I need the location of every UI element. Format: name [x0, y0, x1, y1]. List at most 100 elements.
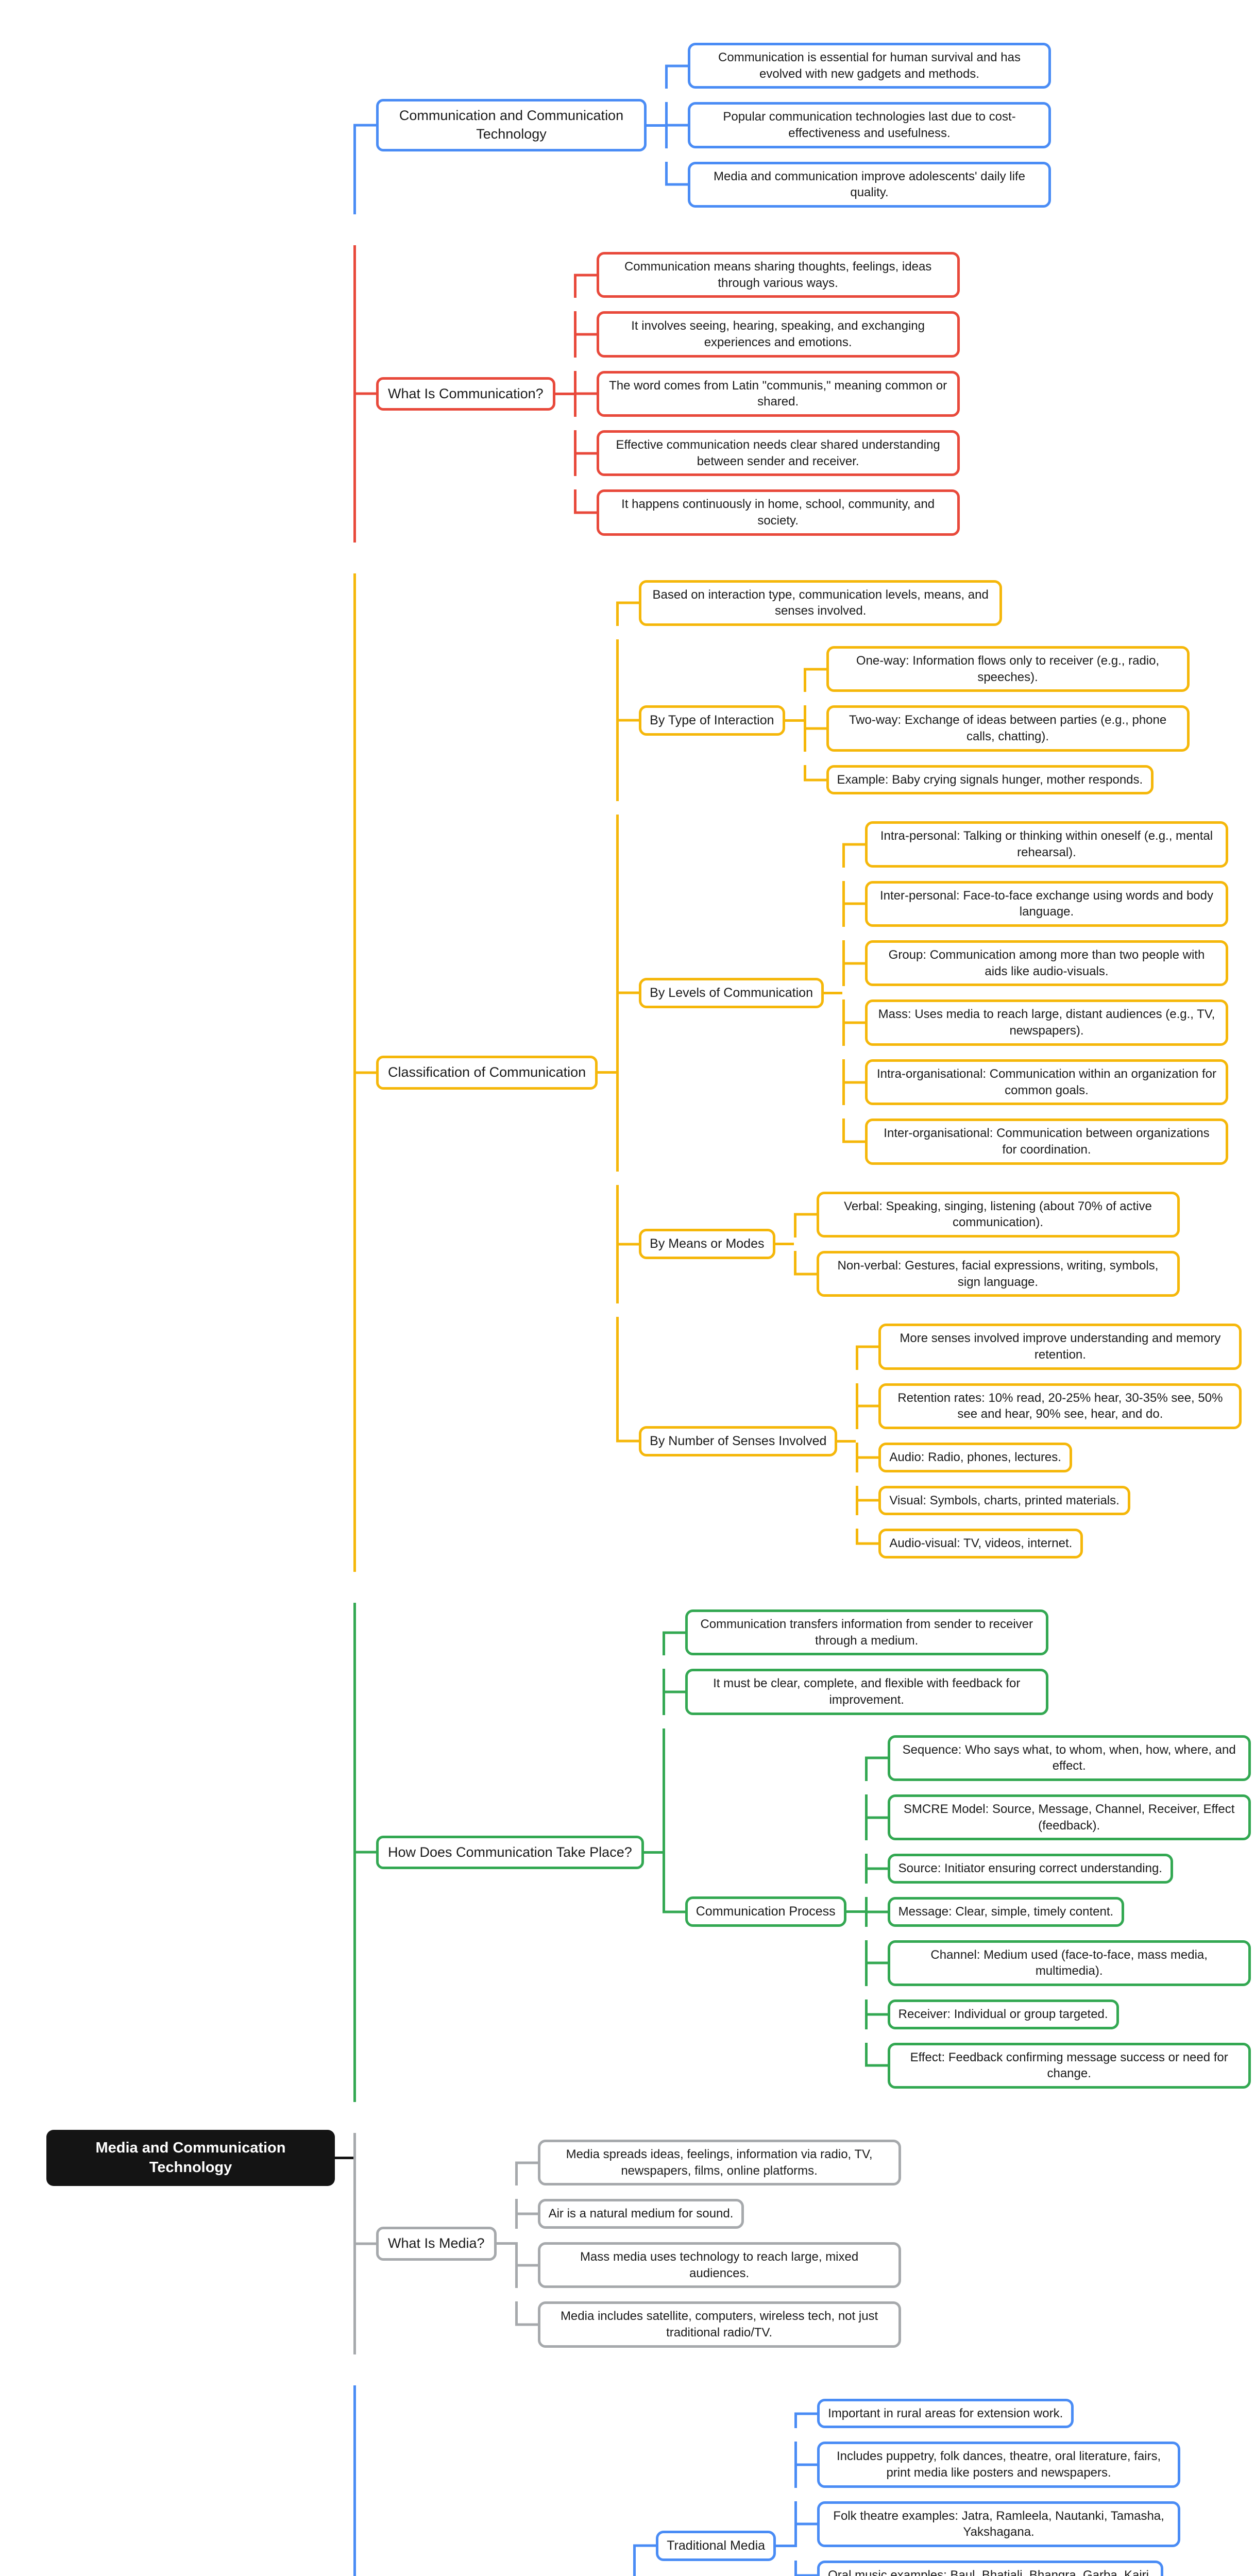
tree-node: Media includes satellite, computers, wir… — [515, 2301, 901, 2348]
node-label: Effective communication needs clear shar… — [616, 438, 940, 468]
detail-node: Air is a natural medium for sound. — [537, 2199, 744, 2229]
connector-stub — [846, 1910, 865, 1913]
tree-node: Channel: Medium used (face-to-face, mass… — [864, 1940, 1251, 1987]
connector-stub — [598, 1071, 617, 1074]
connector-stub — [647, 124, 665, 127]
tree-node: Sequence: Who says what, to whom, when, … — [864, 1735, 1251, 1782]
detail-node: It must be clear, complete, and flexible… — [685, 1669, 1048, 1715]
tree-node: Communication transfers information from… — [662, 1609, 1251, 1656]
node-label: Communication means sharing thoughts, fe… — [624, 260, 932, 290]
topic-node: What Is Communication? — [376, 377, 555, 411]
root-topic-node: Media and Communication Technology — [46, 2130, 335, 2186]
tree-node: Message: Clear, simple, timely content. — [864, 1896, 1251, 1927]
children-group: More senses involved improve understandi… — [856, 1317, 1242, 1565]
detail-node: Inter-personal: Face-to-face exchange us… — [864, 880, 1228, 927]
tree-node: Important in rural areas for extension w… — [794, 2398, 1180, 2429]
tree-node: By Means or Modes Verbal: Speaking, singi… — [616, 1184, 1242, 1304]
detail-node: Media and communication improve adolesce… — [688, 161, 1051, 208]
detail-node: Non-verbal: Gestures, facial expressions… — [816, 1250, 1180, 1297]
detail-node: Media includes satellite, computers, wir… — [537, 2301, 901, 2348]
branch: Media Classification and FunctionsTradit… — [353, 2385, 1255, 2576]
node-label: Communication Process — [696, 1904, 836, 1919]
tree-node: More senses involved improve understandi… — [856, 1324, 1242, 1370]
tree-node: Effective communication needs clear shar… — [573, 430, 960, 477]
topic-node: Traditional Media — [656, 2530, 776, 2561]
node-label: By Number of Senses Involved — [650, 1433, 827, 1448]
node-label: By Means or Modes — [650, 1236, 765, 1251]
topic-node: By Number of Senses Involved — [639, 1426, 838, 1456]
node-label: Popular communication technologies last … — [723, 110, 1016, 141]
tree-node: SMCRE Model: Source, Message, Channel, R… — [864, 1794, 1251, 1841]
node-label: Retention rates: 10% read, 20-25% hear, … — [897, 1391, 1223, 1421]
node-label: Intra-organisational: Communication with… — [876, 1066, 1216, 1097]
tree-node: Two-way: Exchange of ideas between parti… — [803, 705, 1190, 752]
tree-node: Retention rates: 10% read, 20-25% hear, … — [856, 1383, 1242, 1430]
tree-node: Verbal: Speaking, singing, listening (ab… — [793, 1191, 1180, 1238]
tree-node: Inter-personal: Face-to-face exchange us… — [842, 880, 1228, 927]
topic-node: What Is Media? — [376, 2227, 497, 2261]
topic-node: Classification of Communication — [376, 1056, 598, 1090]
tree-node: Intra-organisational: Communication with… — [842, 1059, 1228, 1106]
detail-node: Source: Initiator ensuring correct under… — [887, 1854, 1173, 1884]
detail-node: Mass media uses technology to reach larg… — [537, 2242, 901, 2289]
node-label: Channel: Medium used (face-to-face, mass… — [930, 1947, 1208, 1978]
node-label: Non-verbal: Gestures, facial expressions… — [837, 1258, 1159, 1289]
tree-node: Source: Initiator ensuring correct under… — [864, 1854, 1251, 1884]
detail-node: Popular communication technologies last … — [688, 102, 1051, 148]
node-label: Mass media uses technology to reach larg… — [580, 2250, 859, 2280]
tree-node: Oral music examples: Baul, Bhatiali, Bha… — [794, 2561, 1180, 2576]
node-label: One-way: Information flows only to recei… — [856, 654, 1160, 684]
tree-node: Media and Communication Technology Commun… — [46, 21, 1255, 2576]
detail-node: Oral music examples: Baul, Bhatiali, Bha… — [817, 2561, 1163, 2576]
detail-node: Message: Clear, simple, timely content. — [887, 1896, 1125, 1927]
connector-stub — [775, 1243, 794, 1246]
detail-node: Mass: Uses media to reach large, distant… — [864, 999, 1228, 1046]
tree-node: Non-verbal: Gestures, facial expressions… — [793, 1250, 1180, 1297]
tree-node: Mass media uses technology to reach larg… — [515, 2242, 901, 2289]
detail-node: Effective communication needs clear shar… — [596, 430, 960, 477]
tree-node: Effect: Feedback confirming message succ… — [864, 2042, 1251, 2089]
connector-stub — [823, 991, 842, 994]
detail-node: Inter-organisational: Communication betw… — [864, 1118, 1228, 1165]
node-label: Audio-visual: TV, videos, internet. — [889, 1536, 1073, 1551]
node-label: It happens continuously in home, school,… — [621, 497, 935, 528]
topic-node: By Means or Modes — [639, 1229, 775, 1260]
connector-stub — [335, 2156, 353, 2159]
node-label: Group: Communication among more than two… — [888, 948, 1205, 978]
tree-node: Includes puppetry, folk dances, theatre,… — [794, 2442, 1181, 2488]
detail-node: It happens continuously in home, school,… — [596, 489, 960, 536]
tree-node: Communication is essential for human sur… — [665, 43, 1051, 89]
connector-stub — [496, 2242, 515, 2245]
children-group: Based on interaction type, communication… — [616, 573, 1242, 1572]
children-group: Sequence: Who says what, to whom, when, … — [864, 1728, 1251, 2095]
node-label: Communication transfers information from… — [700, 1617, 1033, 1648]
tree-node: Mass: Uses media to reach large, distant… — [842, 999, 1228, 1046]
tree-node: Communication means sharing thoughts, fe… — [573, 252, 960, 298]
node-label: By Type of Interaction — [650, 713, 774, 727]
detail-node: Receiver: Individual or group targeted. — [887, 1999, 1119, 2029]
detail-node: Based on interaction type, communication… — [639, 580, 1003, 626]
node-label: Oral music examples: Baul, Bhatiali, Bha… — [828, 2568, 1152, 2576]
detail-node: Communication is essential for human sur… — [688, 43, 1051, 89]
tree-node: Receiver: Individual or group targeted. — [864, 1999, 1251, 2029]
children-group: Important in rural areas for extension w… — [794, 2392, 1181, 2576]
children-group: Communication is essential for human sur… — [665, 36, 1051, 214]
node-label: Air is a natural medium for sound. — [548, 2207, 734, 2221]
branch: How Does Communication Take Place?Commun… — [353, 1602, 1255, 2103]
mindmap-tree: Media and Communication Technology Commun… — [46, 21, 1251, 2576]
node-label: What Is Media? — [388, 2235, 485, 2251]
topic-node: By Levels of Communication — [639, 977, 824, 1008]
node-label: By Levels of Communication — [650, 985, 813, 1000]
children-group: Communication and Communication Technolo… — [353, 21, 1255, 2576]
detail-node: It involves seeing, hearing, speaking, a… — [596, 311, 960, 358]
tree-node: The word comes from Latin "communis," me… — [573, 370, 960, 417]
detail-node: Communication transfers information from… — [685, 1609, 1048, 1656]
detail-node: SMCRE Model: Source, Message, Channel, R… — [887, 1794, 1251, 1841]
node-label: Sequence: Who says what, to whom, when, … — [902, 1742, 1236, 1773]
connector-stub — [776, 2544, 795, 2547]
topic-node: By Type of Interaction — [639, 705, 785, 736]
tree-node: Media spreads ideas, feelings, informati… — [515, 2139, 901, 2186]
tree-node: Intra-personal: Talking or thinking with… — [842, 821, 1228, 868]
node-label: SMCRE Model: Source, Message, Channel, R… — [903, 1802, 1235, 1833]
